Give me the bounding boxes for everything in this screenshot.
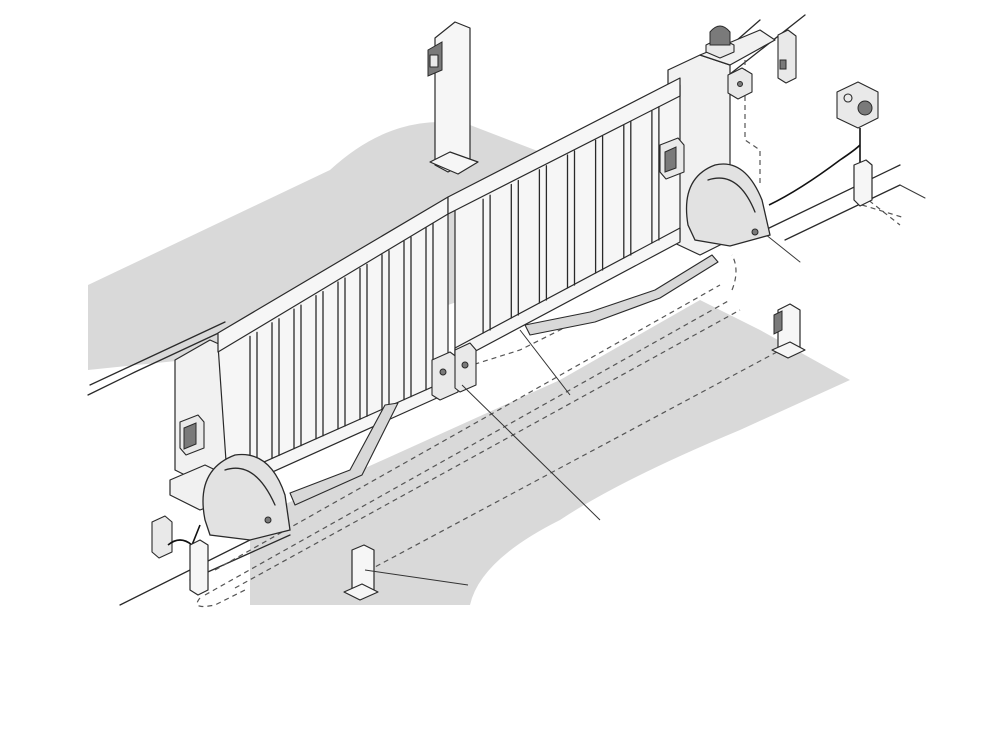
flashing-lamp [705, 25, 735, 59]
junction-box [727, 67, 753, 100]
operator-left [202, 453, 291, 541]
key-selector [777, 29, 797, 84]
operator-right [685, 163, 771, 247]
photocell-post-front [343, 544, 379, 601]
central-gate-stop [431, 342, 477, 401]
keypad-post [427, 21, 479, 175]
control-box [151, 515, 209, 596]
arm-right [524, 254, 719, 336]
photocell-pillar-right [659, 137, 685, 180]
arm-left [289, 402, 399, 506]
photocell-pillar-left [179, 414, 205, 456]
ground-shade-front [250, 300, 850, 605]
isolator-switch [768, 81, 879, 207]
photocell-post-back [771, 303, 806, 359]
leader-lines [364, 329, 601, 586]
gate-leaf-right [447, 77, 681, 363]
